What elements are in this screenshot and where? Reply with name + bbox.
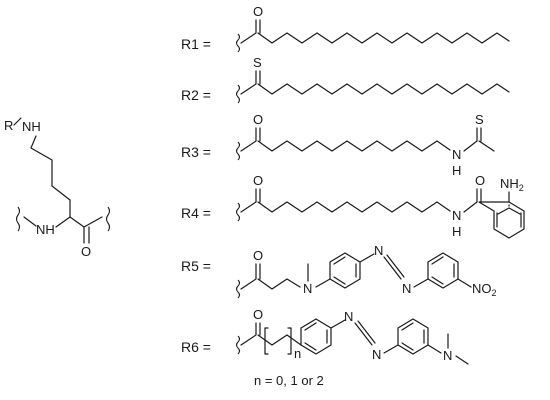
r3-structure: R3 = O N H S <box>181 112 495 178</box>
r5-n-aryl-bond <box>315 278 331 288</box>
r6-repeat-chain <box>257 334 288 346</box>
r3-h-label: H <box>452 163 461 178</box>
r6-aryl-bond <box>286 334 302 346</box>
r6-dimethylamino-n-label: N <box>443 348 452 363</box>
core-r-label: R <box>4 118 13 133</box>
r5-linker-chain <box>257 278 301 290</box>
r2-s-label: S <box>253 55 262 70</box>
r3-n-label: N <box>452 147 461 162</box>
r4-o-label: O <box>253 173 263 188</box>
r1-carbonyl-bonds <box>240 19 261 44</box>
lysine-core-structure: R NH NH O <box>4 117 111 259</box>
r4-carbonyl-bonds <box>240 188 261 213</box>
r4-ring-inner-bond <box>497 207 521 215</box>
r6-n-subscript: n <box>294 346 301 361</box>
r5-n-label: N <box>303 281 312 296</box>
r4-h-label: H <box>452 224 461 239</box>
r2-thiocarbonyl-bonds <box>240 70 261 95</box>
core-nh-label: NH <box>22 119 41 134</box>
r3-s-label: S <box>475 112 484 127</box>
r6-n-note: n = 0, 1 or 2 <box>254 373 324 388</box>
r1-wavy-bond <box>235 33 241 53</box>
r3-wavy-bond <box>235 141 241 161</box>
r6-azo-bond-1 <box>330 319 346 329</box>
r6-benzene-ring-2 <box>397 318 429 355</box>
core-backbone-bonds <box>69 199 103 244</box>
r5-structure: R5 = O N N N NO2 <box>181 243 497 299</box>
r4-nh2-label: NH2 <box>500 176 524 193</box>
r4-n-label: N <box>452 208 461 223</box>
r6-structure: R6 = O n N N N <box>181 307 469 365</box>
r6-benzene-ring-1 <box>300 318 332 355</box>
r6-carbonyl-bonds <box>240 322 261 346</box>
r5-wavy-bond <box>235 279 241 299</box>
r5-nitro-bond <box>457 278 472 288</box>
r5-benzene-ring-1 <box>329 252 361 289</box>
core-wavy-bond-right <box>105 206 111 232</box>
core-backbone-nh-label: NH <box>36 222 55 237</box>
r5-nitro-label: NO2 <box>472 281 497 298</box>
r6-azo-double-bond <box>354 320 376 346</box>
r3-alkyl-chain <box>257 140 451 152</box>
r4-label: R4 = <box>181 205 211 221</box>
r6-n-methyl-bonds <box>447 333 469 365</box>
r5-azo-bond-1 <box>359 253 375 263</box>
r5-label: R5 = <box>181 258 211 274</box>
r6-wavy-bond <box>235 335 241 355</box>
r1-label: R1 = <box>181 36 211 52</box>
r6-label: R6 = <box>181 339 211 355</box>
r6-dimethylamino-bond <box>427 344 442 354</box>
r5-azo-n1-label: N <box>374 243 383 258</box>
r1-alkyl-chain <box>257 32 510 44</box>
r1-o-label: O <box>253 4 263 19</box>
r2-structure: R2 = S <box>181 55 510 104</box>
r4-structure: R4 = O N H O NH2 <box>181 173 525 239</box>
r4-amide-bonds <box>463 188 482 213</box>
r2-wavy-bond <box>235 84 241 104</box>
core-wavy-bond-left <box>15 206 21 232</box>
r4-alkyl-chain <box>257 201 451 213</box>
r5-azo-bond-2 <box>413 278 429 288</box>
r2-label: R2 = <box>181 87 211 103</box>
core-nh-bond <box>55 216 71 228</box>
r5-carbonyl-bonds <box>240 263 261 290</box>
r3-thioamide-bonds <box>463 127 495 152</box>
r4-benzene-ring <box>478 201 525 239</box>
r4-amide-o-label: O <box>475 173 485 188</box>
core-side-chain-bonds <box>30 135 71 201</box>
r6-o-label: O <box>253 307 263 322</box>
r1-structure: R1 = O <box>181 4 510 53</box>
r5-o-label: O <box>253 248 263 263</box>
r6-repeat-brackets <box>264 327 292 355</box>
core-n-terminus-bond <box>23 216 37 227</box>
r6-azo-bond-2 <box>383 344 399 354</box>
r6-azo-n2-label: N <box>372 347 381 362</box>
core-carbonyl-o-label: O <box>81 244 91 259</box>
r5-benzene-ring-2 <box>427 252 459 289</box>
r5-azo-n2-label: N <box>402 281 411 296</box>
r2-alkyl-chain <box>257 83 510 95</box>
r3-carbonyl-bonds <box>240 127 261 152</box>
r6-azo-n1-label: N <box>344 309 353 324</box>
core-r-bond <box>13 117 22 126</box>
r3-o-label: O <box>253 112 263 127</box>
r4-wavy-bond <box>235 202 241 222</box>
r5-azo-double-bond <box>383 254 405 280</box>
r3-label: R3 = <box>181 144 211 160</box>
